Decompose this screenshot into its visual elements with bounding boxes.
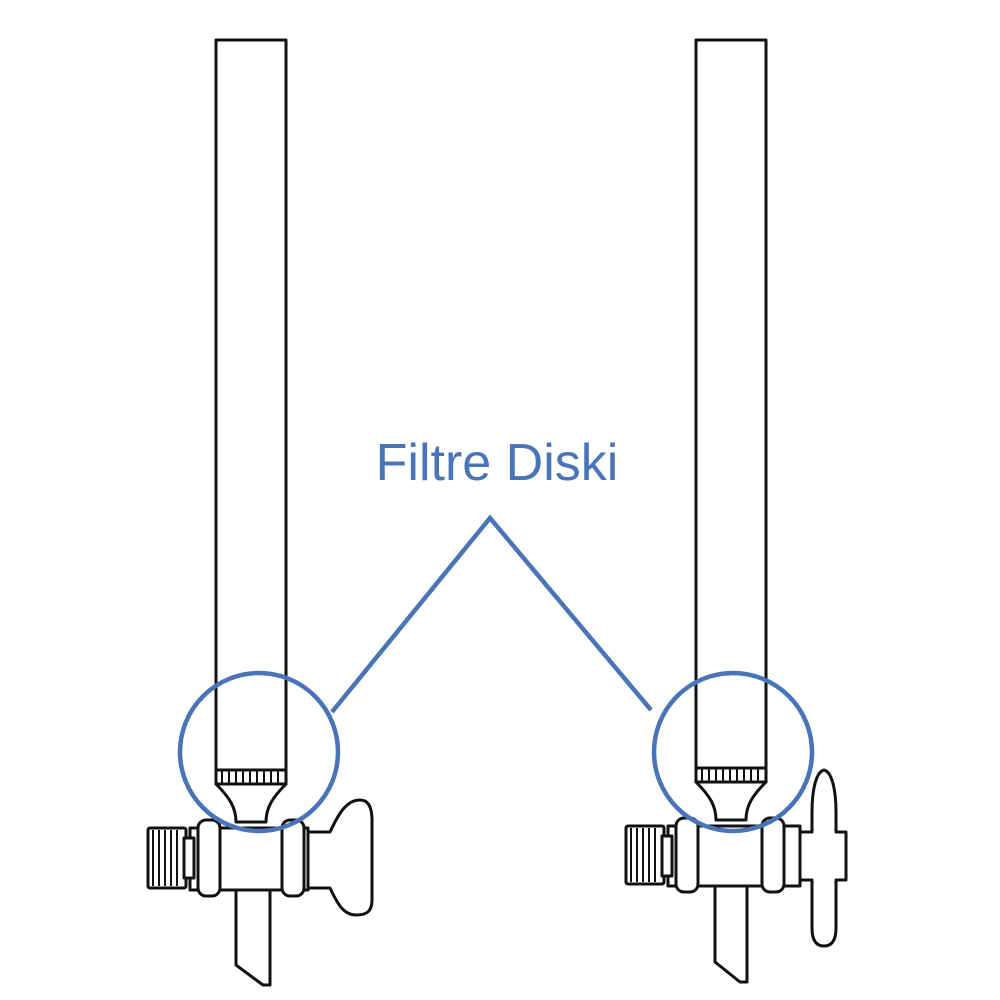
glass-tube-right xyxy=(694,38,768,774)
neck-taper-left xyxy=(214,782,288,824)
stopcock-collar-left-a xyxy=(196,818,222,898)
neck-taper-right xyxy=(694,780,768,822)
filter-disk-callout: Filtre Diski xyxy=(177,434,815,834)
column-left xyxy=(146,38,374,987)
glass-tube-left xyxy=(214,38,288,778)
filter-disk-label: Filtre Diski xyxy=(376,434,619,492)
filter-disk-hatch-left xyxy=(221,771,279,783)
knurled-cap-neck-right xyxy=(660,834,674,878)
highlight-circle-left xyxy=(177,670,341,834)
stopcock-collar-left-b xyxy=(280,818,306,898)
stopcock-handle-left xyxy=(298,798,374,917)
knurled-cap-grip-right xyxy=(630,828,656,882)
drain-tip-left xyxy=(234,883,272,987)
knurled-cap-neck-left xyxy=(182,836,196,880)
stopcock-collar-right-a xyxy=(674,816,700,894)
drain-tip-right xyxy=(713,880,749,984)
column-right xyxy=(624,38,848,984)
filter-disk-hatch-right xyxy=(701,769,759,781)
stopcock-collar-right-b xyxy=(760,816,786,894)
highlight-circle-right xyxy=(651,670,815,834)
knurled-cap-grip-left xyxy=(152,830,178,886)
stopcock-handle-right xyxy=(798,768,848,948)
leader-lines xyxy=(330,514,653,714)
